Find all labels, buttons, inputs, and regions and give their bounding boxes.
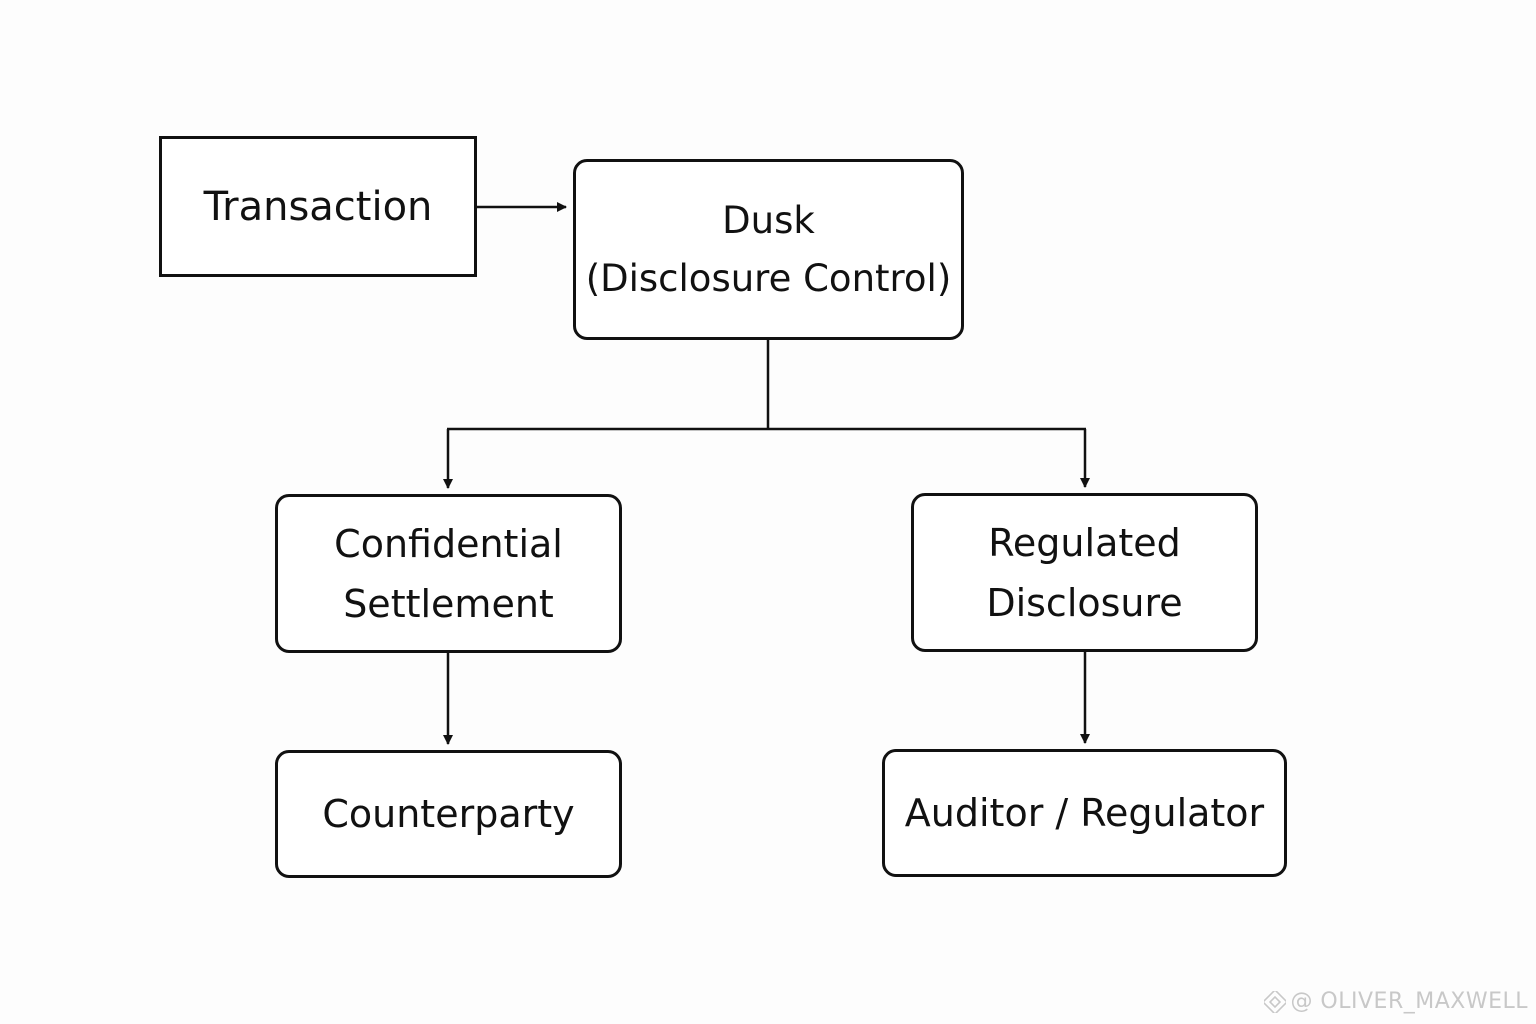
node-auditor-regulator-label: Auditor / Regulator — [904, 791, 1265, 835]
node-transaction: Transaction — [159, 136, 477, 277]
node-dusk-subtitle: (Disclosure Control) — [585, 256, 952, 300]
binance-logo-icon — [1262, 988, 1289, 1015]
node-regulated-disclosure-line-1: Regulated — [988, 520, 1181, 565]
node-regulated-disclosure-line-2: Disclosure — [986, 580, 1183, 625]
node-counterparty-label: Counterparty — [322, 792, 575, 836]
node-regulated-disclosure: Regulated Disclosure — [911, 493, 1258, 652]
node-counterparty: Counterparty — [275, 750, 622, 878]
node-confidential-settlement-line-2: Settlement — [343, 581, 554, 626]
watermark: @ OLIVER_MAXWELL — [1262, 988, 1528, 1015]
node-auditor-regulator: Auditor / Regulator — [882, 749, 1287, 877]
watermark-text: @ OLIVER_MAXWELL — [1290, 989, 1528, 1014]
node-dusk-title: Dusk — [722, 198, 815, 242]
node-transaction-label: Transaction — [203, 183, 433, 230]
node-confidential-settlement-line-1: Confidential — [334, 521, 563, 566]
node-dusk: Dusk (Disclosure Control) — [573, 159, 964, 340]
node-confidential-settlement: Confidential Settlement — [275, 494, 622, 653]
